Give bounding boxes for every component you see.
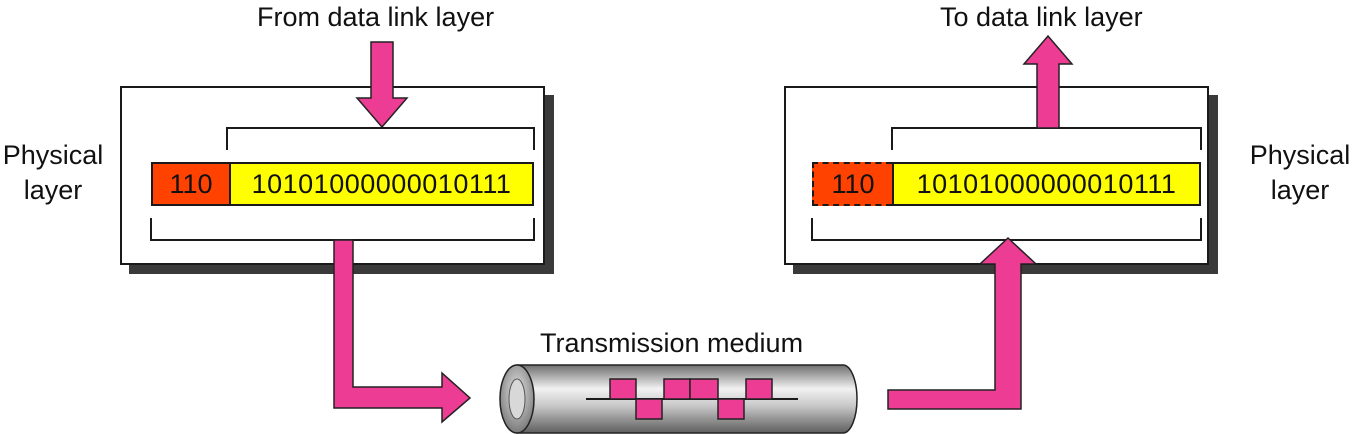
sender-layer-label-line1: Physical [2,140,104,170]
sender-layer-label-line2: layer [23,175,83,205]
incoming-label: From data link layer [257,2,495,32]
sender-top-bracket [226,127,535,150]
outgoing-up-arrow [1022,34,1074,129]
medium-label: Transmission medium [540,328,804,358]
receiver-bit-strip: 110 10101000000010111 [812,162,1201,206]
sender-payload-bits: 10101000000010111 [229,162,534,206]
receiver-header-bits: 110 [812,162,892,206]
receiver-top-bracket [891,127,1202,150]
receiver-layer-label-line1: Physical [1249,140,1351,170]
receiver-payload-bits: 10101000000010111 [892,162,1201,206]
sender-bit-strip: 110 10101000000010111 [151,162,534,206]
digital-signal-waveform [586,378,798,420]
sender-to-medium-arrow [333,239,472,424]
sender-bottom-bracket [150,218,535,241]
receiver-bottom-bracket [811,218,1202,241]
outgoing-label: To data link layer [940,2,1143,32]
receiver-layer-label-line2: layer [1270,175,1330,205]
incoming-down-arrow [355,41,409,129]
medium-to-receiver-arrow [887,236,1038,410]
sender-header-bits: 110 [151,162,229,206]
